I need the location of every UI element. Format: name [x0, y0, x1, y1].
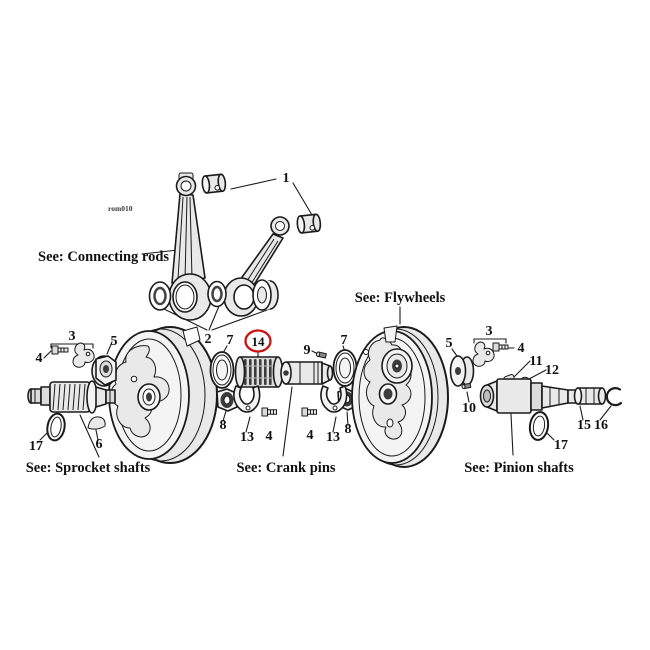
connecting-rod-rear	[223, 216, 290, 317]
crank-pin-nut-left	[216, 388, 238, 412]
captions: rom010 See: Connecting rods See: Flywhee…	[26, 204, 574, 476]
callout-7-left: 7	[227, 333, 234, 348]
sprocket-shaft	[27, 380, 116, 414]
thrust-washer-right	[449, 355, 475, 387]
lock-clip-right	[472, 341, 495, 367]
retaining-fork-left	[233, 385, 261, 413]
seal-ring-left	[46, 412, 66, 442]
callout-4-left: 4	[36, 351, 43, 366]
callout-15: 15	[577, 418, 591, 433]
callout-3-right: 3	[486, 324, 493, 339]
spacer-15	[573, 387, 607, 405]
callout-17-left: 17	[29, 439, 43, 454]
connecting-rod-front	[168, 172, 212, 321]
callout-numbers: 1 2 3 4 5 6 17 7 8 13 4 14 9 4 13 8 7 5 …	[29, 171, 608, 454]
crank-pin	[280, 361, 334, 385]
callout-17-right: 17	[554, 438, 568, 453]
callout-11: 11	[529, 354, 542, 369]
right-flywheel	[351, 325, 449, 468]
callout-10: 10	[462, 401, 476, 416]
bolt-right	[492, 342, 509, 352]
callout-4-center-left: 4	[266, 429, 273, 444]
left-flywheel	[108, 326, 218, 464]
lock-clip-left	[72, 342, 95, 368]
dowel-screw-9	[315, 351, 327, 359]
bolt-center-left	[261, 407, 277, 417]
bolt-center-right	[301, 407, 317, 417]
caption-sprocket-shafts: See: Sprocket shafts	[26, 460, 151, 476]
callout-8-right: 8	[345, 422, 352, 437]
callout-5-right: 5	[446, 336, 453, 351]
circlip-16	[605, 387, 623, 407]
sprocket-nut	[91, 355, 117, 387]
callout-16: 16	[594, 418, 608, 433]
callout-13-left: 13	[240, 430, 254, 445]
callout-13-right: 13	[326, 430, 340, 445]
wrist-pin-bushing-a	[201, 173, 227, 194]
wrist-pin-bushing-b	[296, 213, 322, 234]
callout-5-left: 5	[111, 334, 118, 349]
caption-pinion-shafts: See: Pinion shafts	[464, 460, 574, 476]
callout-9: 9	[304, 343, 311, 358]
callout-8-left: 8	[220, 418, 227, 433]
callout-12: 12	[545, 363, 559, 378]
pinion-shaft	[479, 378, 582, 414]
roller-bearing	[234, 356, 284, 388]
watermark: rom010	[108, 204, 133, 213]
callout-3-left: 3	[69, 329, 76, 344]
callout-14-highlighted: 14	[252, 334, 266, 349]
caption-flywheels: See: Flywheels	[355, 290, 446, 306]
callout-2: 2	[205, 332, 212, 347]
dowel-screw-10	[461, 382, 472, 390]
retaining-fork-right	[320, 385, 348, 413]
leader-lines	[39, 178, 612, 458]
callout-6: 6	[96, 437, 103, 452]
callout-1: 1	[283, 171, 290, 186]
highlight-circle-14	[244, 329, 272, 353]
rod-bearing-washers	[148, 279, 279, 311]
caption-crank-pins: See: Crank pins	[236, 460, 335, 476]
caption-connecting-rods: See: Connecting rods	[38, 249, 169, 265]
bolt-left	[51, 345, 69, 355]
woodruff-key	[87, 416, 106, 430]
callout-4-center-right: 4	[307, 428, 314, 443]
callout-7-right: 7	[341, 333, 348, 348]
callout-4-right: 4	[518, 341, 525, 356]
bearing-washer-left	[209, 351, 235, 389]
seal-ring-right	[528, 411, 550, 441]
